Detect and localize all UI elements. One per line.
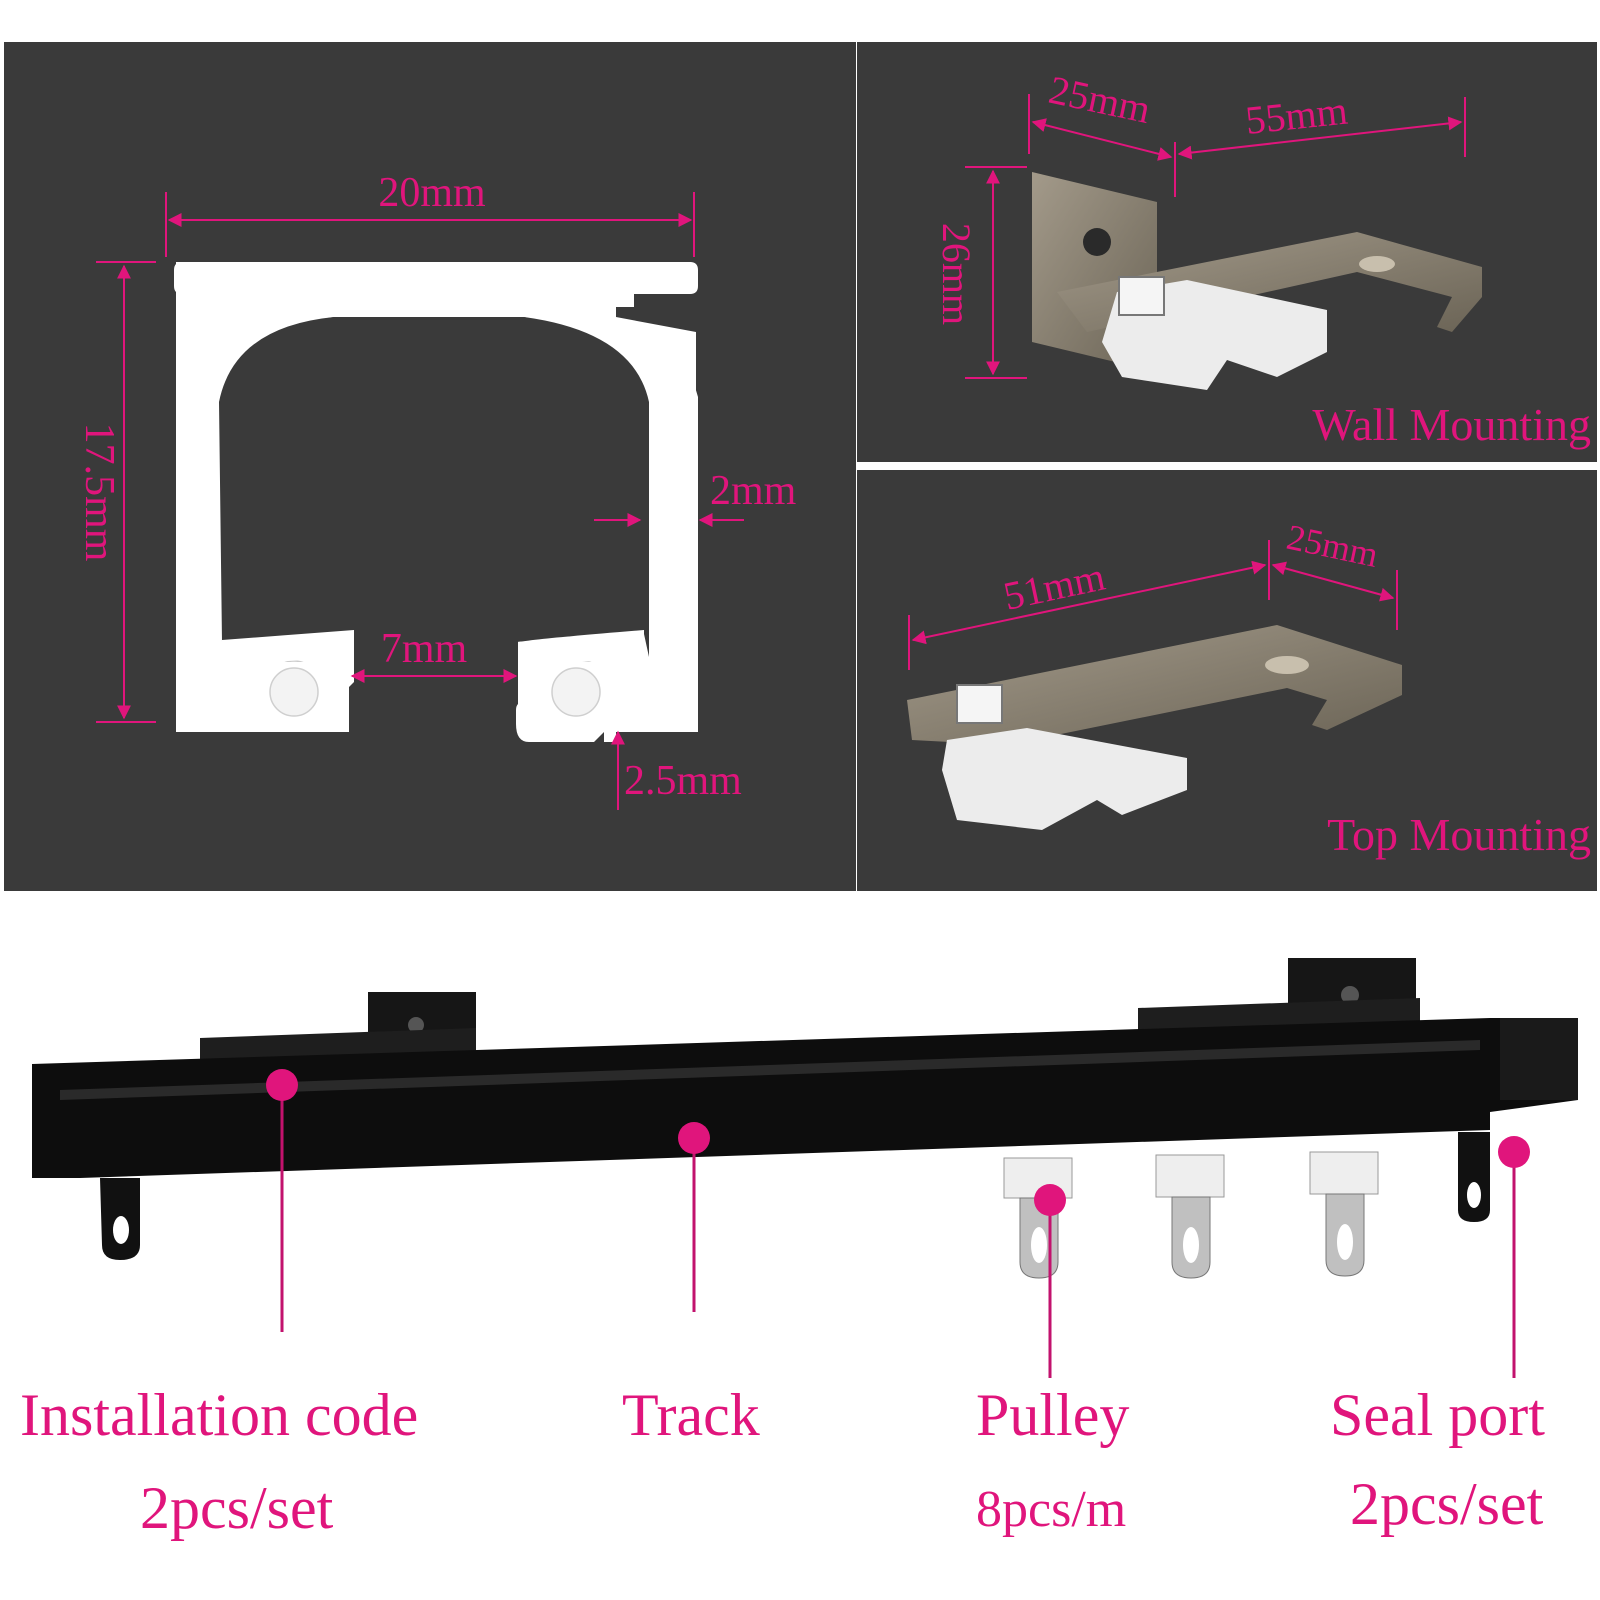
bottom-fill-left: [176, 662, 349, 732]
gap-label: 7mm: [381, 626, 468, 672]
wall-mount-diagram: 25mm 55mm 26mm Wall Mounting: [934, 67, 1591, 450]
label-installation-code: Installation code: [20, 1382, 419, 1448]
wall-mounting-panel: 25mm 55mm 26mm Wall Mounting: [857, 42, 1597, 462]
lip-label: 2.5mm: [624, 758, 742, 804]
left-end-hook-hole: [113, 1216, 129, 1244]
wall-dim-a: 25mm: [1045, 67, 1154, 132]
top-mounting-panel: 51mm 25mm Top Mounting: [857, 470, 1597, 891]
wall-caption: Wall Mounting: [1312, 399, 1591, 450]
right-end-hook-hole: [1467, 1182, 1481, 1208]
dot-installation-code: [266, 1069, 298, 1101]
left-roller: [269, 667, 319, 717]
right-roller: [551, 667, 601, 717]
top-dim-b-line: [1271, 561, 1395, 602]
top-arm: [907, 625, 1402, 745]
dot-track: [678, 1122, 710, 1154]
top-dim-a-line: [911, 560, 1267, 645]
dot-seal-port: [1498, 1136, 1530, 1168]
wall-runner-clip: [1118, 276, 1165, 316]
top-dim-b: 25mm: [1283, 517, 1381, 575]
dot-pulley: [1034, 1184, 1066, 1216]
track-highlight: [60, 1040, 1480, 1100]
top-caption: Top Mounting: [1327, 809, 1591, 860]
wall-plate-hole: [1083, 228, 1111, 256]
label-track: Track: [622, 1382, 760, 1448]
arm-hole: [1359, 256, 1395, 272]
end-cap: [1500, 1018, 1578, 1100]
qty-seal-port: 2pcs/set: [1350, 1471, 1544, 1537]
track-assembly-diagram: [32, 958, 1578, 1378]
right-bracket-hole: [1341, 986, 1359, 1004]
wall-dim-h: 26mm: [934, 223, 979, 325]
pulley-2: [1155, 1154, 1225, 1279]
wall-dim-b-line: [1177, 116, 1463, 160]
top-dim-a: 51mm: [1000, 554, 1109, 619]
width-label: 20mm: [378, 170, 486, 216]
top-runner: [942, 728, 1187, 830]
qty-pulley: 8pcs/m: [976, 1481, 1127, 1538]
track-profile-cavity: [219, 317, 649, 692]
right-lip: [518, 630, 644, 667]
label-pulley: Pulley: [976, 1382, 1130, 1448]
label-seal-port: Seal port: [1330, 1382, 1545, 1448]
top-arm-hole: [1265, 656, 1309, 674]
left-bracket-hole: [408, 1017, 424, 1033]
right-end-hook: [1458, 1132, 1490, 1222]
height-label: 17.5mm: [76, 423, 122, 562]
left-lip: [222, 630, 354, 667]
qty-installation-code: 2pcs/set: [140, 1475, 334, 1541]
bottom-fill-right: [518, 662, 698, 732]
profile-cross-section-panel: 20mm 17.5mm 2mm 7mm 2.5mm: [4, 42, 856, 891]
top-runner-clip: [956, 684, 1003, 724]
wall-label: 2mm: [710, 468, 797, 514]
profile-diagram: 20mm 17.5mm 2mm 7mm 2.5mm: [76, 170, 797, 810]
pulley-3: [1309, 1151, 1379, 1277]
pulley-1: [1003, 1157, 1073, 1279]
wall-dim-a-line: [1031, 118, 1173, 161]
wall-dim-b: 55mm: [1243, 88, 1349, 143]
top-mount-diagram: 51mm 25mm Top Mounting: [907, 517, 1591, 860]
